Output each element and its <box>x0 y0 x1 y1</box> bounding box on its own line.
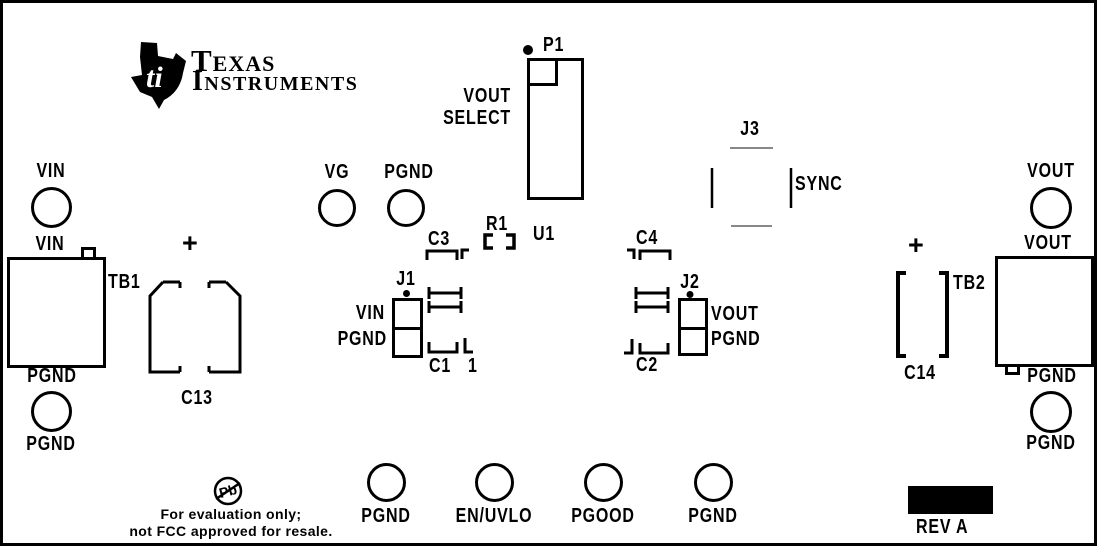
testpoint-pgnd-top-label: PGND <box>384 161 434 183</box>
testpoint-vin-label: VIN <box>36 160 66 182</box>
brand-name-line1: Texas <box>191 43 276 78</box>
revision-label: REV A <box>916 516 969 538</box>
brand-name-line2: Instruments <box>192 66 359 97</box>
j2-jumper <box>678 298 708 356</box>
testpoint-pgood <box>584 463 623 502</box>
j1-ref-label: J1 <box>396 268 416 290</box>
testpoint-pgood-label: PGOOD <box>571 505 635 527</box>
c2-capacitor-outline <box>624 287 670 355</box>
tb2-tab <box>1005 367 1020 375</box>
testpoint-pgnd-bottom2 <box>694 463 733 502</box>
tb1-ref-label: TB1 <box>108 271 141 293</box>
testpoint-pgnd-left <box>31 391 72 432</box>
p1-select-label-line1: VOUT <box>463 85 511 107</box>
c1-pin1-marker: 1 <box>468 355 478 377</box>
c1-capacitor-outline <box>427 287 473 354</box>
testpoint-vout-label: VOUT <box>1027 160 1075 182</box>
j1-pin-divider <box>395 327 420 330</box>
c4-capacitor-outline <box>627 248 672 260</box>
ti-texas-logo-icon: ti <box>131 42 186 109</box>
r1-resistor-outline <box>483 233 516 250</box>
c13-capacitor-outline <box>148 280 242 374</box>
p1-select-label-line2: SELECT <box>443 107 511 129</box>
j3-connector-outline <box>710 147 793 227</box>
j2-pin1-label: VOUT <box>711 303 759 325</box>
j2-pin2-label: PGND <box>711 328 761 350</box>
c13-ref-label: C13 <box>181 387 213 409</box>
c2-ref-label: C2 <box>636 354 659 376</box>
c1-ref-label: C1 <box>429 355 452 377</box>
c4-ref-label: C4 <box>636 227 659 249</box>
j3-ref-label: J3 <box>740 118 760 140</box>
c14-capacitor-outline <box>896 271 949 358</box>
j1-pin1-label: VIN <box>355 302 385 324</box>
tb2-bottom-pin-label: PGND <box>1027 365 1077 387</box>
c3-ref-label: C3 <box>428 228 451 250</box>
testpoint-vg <box>318 189 356 227</box>
j2-pin1-dot <box>686 291 694 298</box>
j2-pin-divider <box>681 327 705 330</box>
c14-polarity-mark: + <box>908 230 924 260</box>
j1-pin2-label: PGND <box>337 328 387 350</box>
tb1-bottom-pin-label: PGND <box>27 365 77 387</box>
j3-signal-label: SYNC <box>795 173 843 195</box>
j1-jumper <box>392 298 423 358</box>
r1-ref-label: R1 <box>486 213 509 235</box>
testpoint-en-uvlo-label: EN/UVLO <box>455 505 533 527</box>
c13-polarity-mark: + <box>182 228 198 258</box>
c3-capacitor-outline <box>425 248 469 260</box>
testpoint-vout <box>1030 187 1072 229</box>
testpoint-en-uvlo <box>475 463 514 502</box>
tb2-ref-label: TB2 <box>953 272 986 294</box>
tb2-top-pin-label: VOUT <box>1024 232 1072 254</box>
p1-ref-label: P1 <box>543 34 565 56</box>
j1-pin1-dot <box>403 290 410 297</box>
testpoint-pgnd-bottom1 <box>367 463 406 502</box>
ti-monogram: ti <box>146 61 163 94</box>
testpoint-pgnd-right-label: PGND <box>1026 432 1076 454</box>
revision-block <box>908 486 993 514</box>
testpoint-pgnd-right <box>1030 391 1072 433</box>
tb1-terminal-block <box>7 257 106 368</box>
testpoint-pgnd-bottom2-label: PGND <box>688 505 738 527</box>
testpoint-vg-label: VG <box>324 161 350 183</box>
tb1-tab <box>81 247 96 258</box>
pb-free-icon: Pb <box>213 476 243 506</box>
testpoint-pgnd-top <box>387 189 425 227</box>
tb1-top-pin-label: VIN <box>35 233 65 255</box>
p1-pin1-dot <box>523 45 533 55</box>
testpoint-pgnd-bottom1-label: PGND <box>361 505 411 527</box>
testpoint-pgnd-left-label: PGND <box>26 433 76 455</box>
tb2-terminal-block <box>995 256 1094 367</box>
j2-ref-label: J2 <box>680 271 700 293</box>
c14-ref-label: C14 <box>904 362 936 384</box>
eval-notice-line1: For evaluation only; <box>160 506 302 522</box>
p1-connector <box>527 58 584 200</box>
p1-pin1-notch <box>530 61 558 86</box>
u1-ref-label: U1 <box>533 223 556 245</box>
eval-notice-line2: not FCC approved for resale. <box>129 523 333 539</box>
testpoint-vin <box>31 187 72 228</box>
